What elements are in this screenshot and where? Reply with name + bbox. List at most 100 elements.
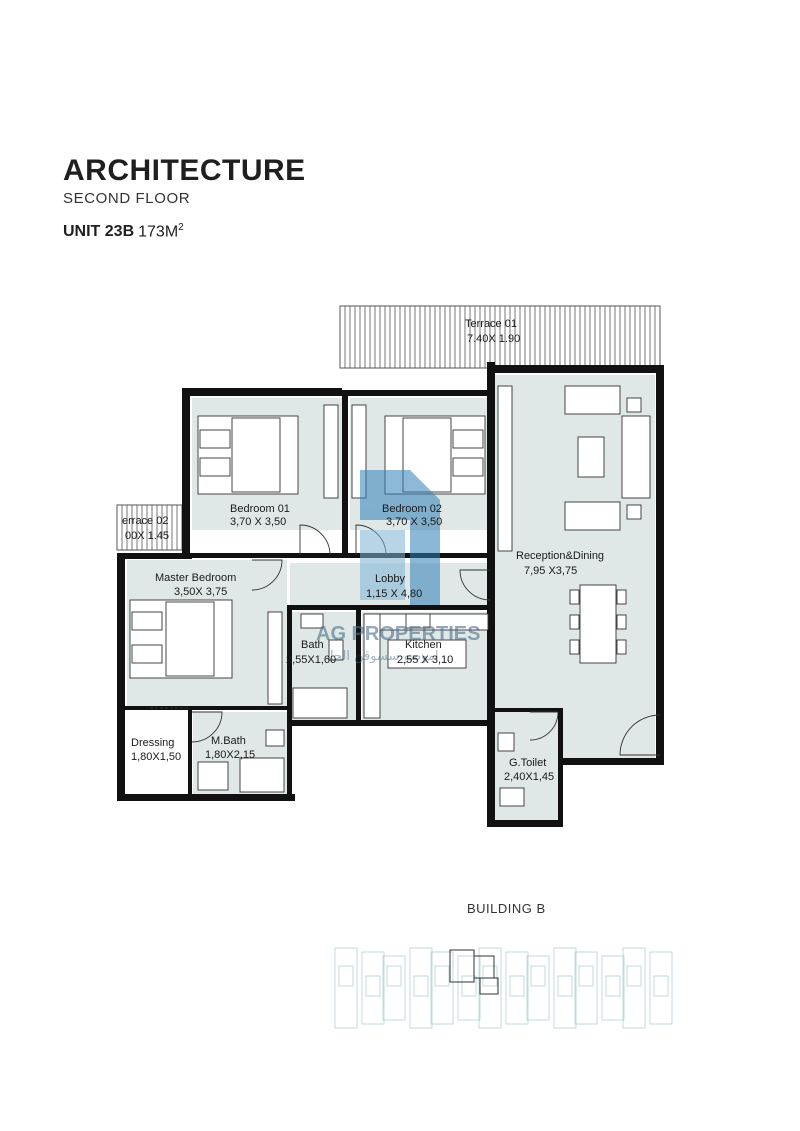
- chair-2: [569, 614, 580, 630]
- key-plan-block: [430, 951, 454, 1025]
- key-plan-room: [434, 965, 450, 987]
- gtoilet-dims: 2,40X1,45: [504, 771, 554, 783]
- key-plan-block: [649, 951, 673, 1025]
- wall-master-right: [287, 608, 292, 798]
- side-table-a: [626, 397, 642, 413]
- key-plan-unit-b: [473, 955, 495, 979]
- key-plan-room: [653, 975, 669, 997]
- wall-rec-bottom: [560, 758, 664, 765]
- terrace02-name: errace 02: [122, 515, 168, 527]
- chair-6: [616, 639, 627, 655]
- door-gtoilet: [529, 711, 559, 741]
- terrace02-outline: [116, 504, 183, 551]
- master-pillow-a: [131, 611, 163, 631]
- key-plan-room: [530, 965, 546, 987]
- bed02-pillow-a: [452, 429, 484, 449]
- key-plan-room: [365, 975, 381, 997]
- walls: [117, 362, 664, 827]
- door-entry: [619, 714, 661, 756]
- kitchen-dims: 2,55 X 3,10: [397, 654, 453, 666]
- key-plan-room: [626, 965, 642, 987]
- key-plan-room: [338, 965, 354, 987]
- key-plan-block: [334, 947, 358, 1029]
- terrace01-name: Terrace 01: [465, 318, 517, 330]
- wall-master-bottom: [125, 706, 290, 710]
- door-lobby: [459, 569, 491, 601]
- building-label: BUILDING B: [467, 901, 546, 916]
- bed02-pillow-b: [452, 457, 484, 477]
- watermark-logo: [360, 470, 440, 605]
- bath-tub: [292, 687, 348, 719]
- dressing-name: Dressing: [131, 737, 174, 749]
- key-plan-block: [505, 951, 529, 1025]
- unit-code: UNIT 23B: [63, 223, 135, 241]
- page-title: ARCHITECTURE: [63, 154, 306, 187]
- key-plan-room: [461, 975, 477, 997]
- gtoilet-wc: [499, 787, 525, 807]
- terrace01-dims: 7.40X 1.90: [467, 333, 520, 345]
- chair-3: [569, 639, 580, 655]
- wall-top-bed02: [342, 390, 492, 396]
- key-plan-block: [526, 955, 550, 1021]
- key-plan-room: [557, 975, 573, 997]
- key-plan-highlight: [449, 949, 499, 995]
- mbath-dims: 1,80X2,15: [205, 749, 255, 761]
- wall-toilet-top: [492, 708, 562, 712]
- watermark-mark: [360, 470, 440, 605]
- reception-dims: 7,95 X3,75: [524, 565, 577, 577]
- key-plan-block: [622, 947, 646, 1029]
- wall-bath-kitchen: [356, 608, 361, 723]
- wall-kitchen-bottom: [287, 720, 495, 726]
- mbath-toilet: [265, 729, 285, 747]
- wall-bed-bottom: [190, 553, 492, 558]
- kitchen-name: Kitchen: [405, 639, 442, 651]
- unit-area-sup: 2: [178, 222, 184, 233]
- master-name: Master Bedroom: [155, 572, 236, 584]
- dressing-dims: 1,80X1,50: [131, 751, 181, 763]
- key-plan-block: [478, 947, 502, 1029]
- terrace01-hatch: [339, 305, 661, 369]
- wall-rec-left: [487, 362, 495, 827]
- wall-master-top: [117, 553, 192, 559]
- key-plan-block: [574, 951, 598, 1025]
- wall-lobby-bottom: [287, 605, 492, 610]
- bath-dims: 2,55X1,60: [286, 654, 336, 666]
- key-plan-room: [386, 965, 402, 987]
- bedroom02-name: Bedroom 02: [382, 503, 442, 515]
- key-plan-block: [361, 951, 385, 1025]
- master-dims: 3,50X 3,75: [174, 586, 227, 598]
- kitchen-island: [387, 639, 467, 669]
- coffee-table: [577, 436, 605, 478]
- mbath-name: M.Bath: [211, 735, 246, 747]
- key-plan-block: [409, 947, 433, 1029]
- bath-sink: [300, 613, 324, 629]
- mbath-shower: [239, 757, 285, 793]
- sofa-bottom: [564, 501, 621, 531]
- key-plan-block: [601, 955, 625, 1021]
- terrace02-dims: 00X 1.45: [125, 530, 169, 542]
- watermark-mark-inner: [360, 530, 405, 600]
- closet01: [323, 404, 339, 499]
- wall-top-bedrooms: [182, 388, 342, 396]
- kitchen-counter-side: [363, 613, 381, 719]
- gtoilet-name: G.Toilet: [509, 757, 546, 769]
- wall-master-left: [117, 553, 125, 801]
- chair-4: [616, 589, 627, 605]
- wall-rec-top: [487, 365, 662, 373]
- closet-rec: [497, 385, 513, 552]
- watermark-brand: AG PROPERTIES: [316, 623, 480, 645]
- key-plan-room: [413, 975, 429, 997]
- wall-rec-right: [656, 365, 664, 763]
- doors: [150, 524, 661, 756]
- lobby-name: Lobby: [375, 573, 405, 585]
- wall-toilet-bottom: [487, 820, 563, 827]
- bed01-cover: [231, 417, 281, 493]
- key-plan-block: [382, 955, 406, 1021]
- key-plan-unit-c: [479, 977, 499, 995]
- wall-mid-beds: [342, 390, 348, 555]
- master-pillow-b: [131, 644, 163, 664]
- side-table-b: [626, 504, 642, 520]
- furniture: [129, 385, 651, 807]
- floor-plan: AG PROPERTIES اموصو سسوقن الحا Terrace 0…: [116, 305, 664, 827]
